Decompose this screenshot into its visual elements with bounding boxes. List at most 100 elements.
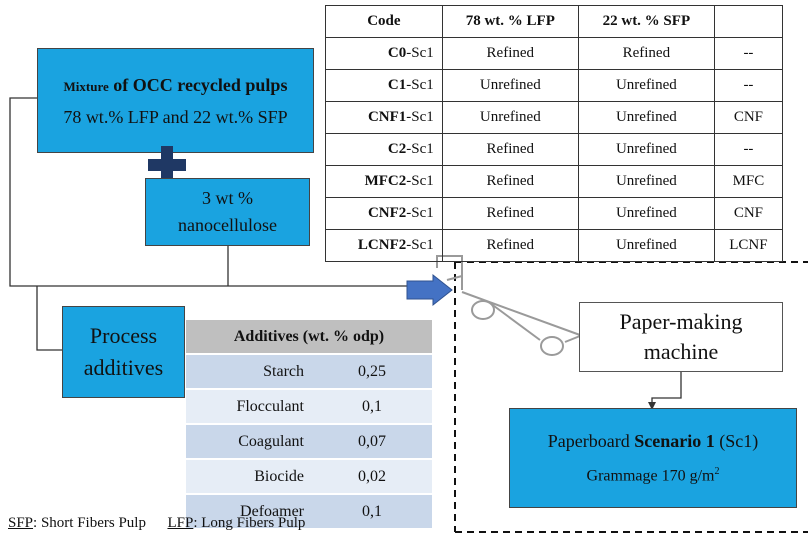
scenario-name: Scenario 1 [634, 430, 715, 451]
additive-value: 0,1 [312, 389, 432, 425]
additive-value: 0,07 [312, 424, 432, 460]
cell-code: CNF2-Sc1 [325, 197, 443, 230]
code-bold: MFC2 [364, 173, 407, 189]
cell-lfp: Refined [441, 229, 579, 262]
scenario-grammage: Grammage 170 g/m2 [587, 466, 720, 485]
code-bold: CNF2 [367, 205, 407, 221]
mixture-connector [9, 97, 415, 287]
code-bold: CNF1 [367, 109, 407, 125]
scenario-arrowhead [648, 402, 656, 410]
cell-code: CNF1-Sc1 [325, 101, 443, 134]
paper-making-machine-box: Paper-making machine [579, 302, 783, 372]
additive-value: 0,25 [312, 354, 432, 390]
header-nanocellulose [713, 5, 784, 38]
cell-lfp: Refined [441, 133, 579, 166]
scenario-title: Paperboard Scenario 1 (Sc1) [548, 431, 758, 452]
cell-lfp: Unrefined [441, 101, 579, 134]
header-sfp: 22 wt. % SFP [577, 5, 715, 38]
additive-name: Flocculant [186, 389, 312, 425]
cell-sfp: Refined [577, 37, 715, 70]
grammage-value: Grammage 170 g/m [586, 467, 715, 485]
additive-name: Coagulant [186, 424, 312, 460]
cell-code: C2-Sc1 [325, 133, 443, 166]
cell-code: C1-Sc1 [325, 69, 443, 102]
header-lfp: 78 wt. % LFP [441, 5, 579, 38]
header-code: Code [325, 5, 443, 38]
scenario-box: Paperboard Scenario 1 (Sc1) Grammage 170… [509, 408, 797, 508]
cell-nanocellulose: MFC [713, 165, 784, 198]
cell-code: LCNF2-Sc1 [325, 229, 443, 262]
scenario-prefix: Paperboard [547, 430, 630, 451]
code-suffix: -Sc1 [406, 77, 434, 93]
additive-name: Starch [186, 354, 312, 390]
scenario-suffix: (Sc1) [719, 430, 759, 451]
code-bold: C1 [387, 77, 407, 93]
mixture-title-rest: of OCC recycled pulps [113, 75, 288, 95]
code-suffix: -Sc1 [406, 205, 434, 221]
cell-code: C0-Sc1 [325, 37, 443, 70]
mixture-composition: 78 wt.% LFP and 22 wt.% SFP [63, 107, 288, 127]
code-suffix: -Sc1 [406, 141, 434, 157]
cell-sfp: Unrefined [577, 197, 715, 230]
process-label-line1: Process [89, 323, 158, 348]
cell-nanocellulose: -- [713, 69, 784, 102]
legend-sfp-abbr: SFP [8, 515, 34, 531]
cell-sfp: Unrefined [577, 229, 715, 262]
code-bold: C2 [387, 141, 407, 157]
legend-lfp-text: : Long Fibers Pulp [193, 515, 306, 531]
code-suffix: -Sc1 [406, 237, 434, 253]
cell-nanocellulose: CNF [713, 197, 784, 230]
legend-lfp-abbr: LFP [167, 515, 194, 531]
cell-sfp: Unrefined [577, 133, 715, 166]
mixture-box: Mixture of OCC recycled pulps 78 wt.% LF… [37, 48, 314, 153]
cell-sfp: Unrefined [577, 69, 715, 102]
additive-value: 0,02 [312, 459, 432, 495]
code-suffix: -Sc1 [406, 109, 434, 125]
process-label-line2: additives [83, 355, 164, 380]
nanocellulose-box: 3 wt % nanocellulose [145, 178, 310, 246]
cell-nanocellulose: LCNF [713, 229, 784, 262]
cell-nanocellulose: -- [713, 37, 784, 70]
additives-header-row: Additives (wt. % odp) [186, 320, 432, 355]
plus-icon [148, 146, 186, 184]
code-suffix: -Sc1 [406, 173, 434, 189]
additive-name: Biocide [186, 459, 312, 495]
cell-sfp: Unrefined [577, 165, 715, 198]
legend-sfp-text: : Short Fibers Pulp [33, 515, 146, 531]
cell-lfp: Refined [441, 165, 579, 198]
code-suffix: -Sc1 [406, 45, 434, 61]
process-connector [36, 286, 62, 351]
paper-machine-sketch [436, 255, 595, 356]
cell-lfp: Unrefined [441, 69, 579, 102]
cell-lfp: Refined [441, 37, 579, 70]
code-bold: LCNF2 [357, 237, 407, 253]
mixture-prefix: Mixture [63, 79, 109, 94]
machine-label-line1: Paper-making [619, 309, 743, 334]
grammage-exponent: 2 [714, 465, 720, 477]
additive-name: Defoamer [186, 494, 312, 530]
cell-code: MFC2-Sc1 [325, 165, 443, 198]
mixture-title: Mixture of OCC recycled pulps [64, 73, 288, 99]
code-bold: C0 [387, 45, 407, 61]
cell-sfp: Unrefined [577, 101, 715, 134]
machine-label-line2: machine [643, 339, 719, 364]
cell-nanocellulose: CNF [713, 101, 784, 134]
additive-value: 0,1 [312, 494, 432, 530]
code-table-header-row: Code 78 wt. % LFP 22 wt. % SFP [325, 5, 784, 38]
machine-to-scenario-connector [651, 372, 682, 407]
nanocellulose-label: nanocellulose [178, 215, 277, 235]
cell-lfp: Refined [441, 197, 579, 230]
process-additives-box: Process additives [62, 306, 185, 398]
